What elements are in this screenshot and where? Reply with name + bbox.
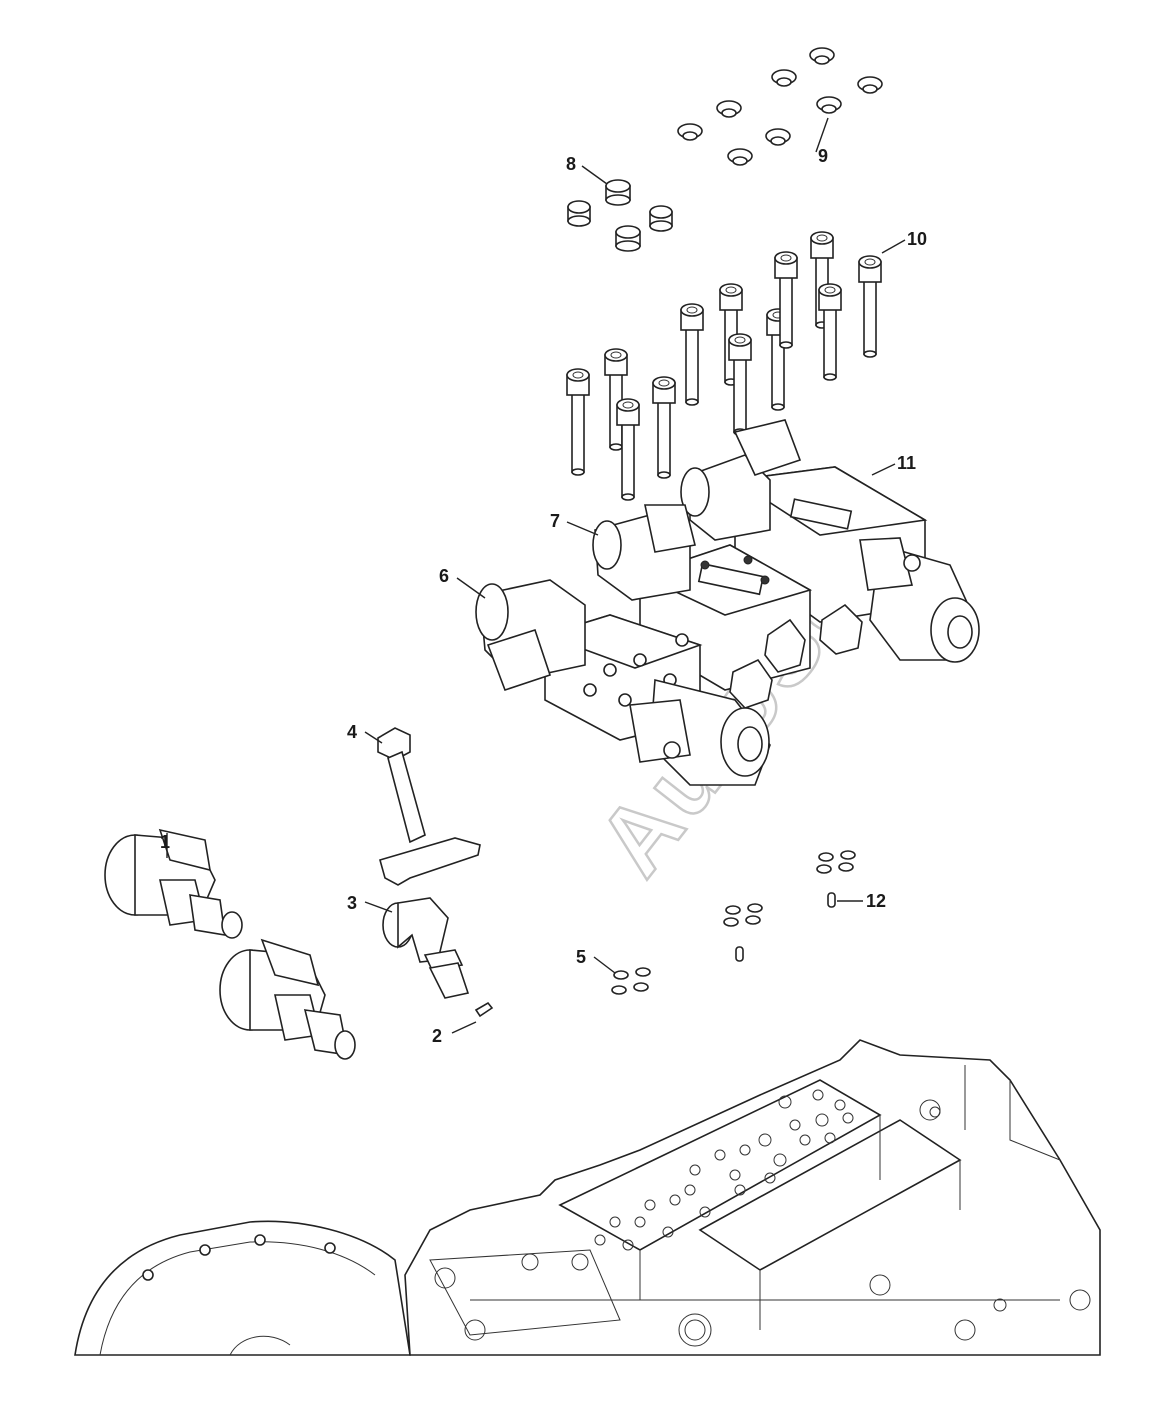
valve-block-assembly bbox=[475, 419, 980, 786]
callout-7: 7 bbox=[550, 511, 560, 531]
cap-screw bbox=[616, 398, 640, 501]
proportional-valves-1 bbox=[104, 828, 356, 1060]
callout-10: 10 bbox=[907, 229, 927, 249]
callout-9: 9 bbox=[818, 146, 828, 166]
bolt-with-bracket-4 bbox=[377, 727, 481, 886]
cap-screw bbox=[652, 376, 676, 479]
callout-8: 8 bbox=[566, 154, 576, 174]
bushings-cluster-8 bbox=[567, 179, 673, 252]
callout-12: 12 bbox=[866, 891, 886, 911]
callout-5: 5 bbox=[576, 947, 586, 967]
callout-2: 2 bbox=[432, 1026, 442, 1046]
callout-11: 11 bbox=[897, 453, 916, 473]
callout-6: 6 bbox=[439, 566, 449, 586]
callout-1: 1 bbox=[160, 832, 170, 852]
bushings-cluster-9 bbox=[677, 47, 883, 166]
cap-screw bbox=[566, 368, 590, 476]
seal-rings-5 bbox=[611, 850, 856, 995]
transmission-housing bbox=[74, 1039, 1101, 1356]
cap-screw bbox=[810, 231, 834, 329]
cap-screws-10 bbox=[566, 231, 882, 501]
cap-screw bbox=[680, 303, 704, 406]
callout-4: 4 bbox=[347, 722, 357, 742]
callout-labels: 1 2 3 4 5 6 7 8 9 10 11 12 bbox=[160, 146, 927, 1046]
elbow-fitting-3 bbox=[382, 897, 470, 999]
cap-screw bbox=[858, 255, 882, 358]
dowel-pins-12 bbox=[735, 892, 836, 962]
callout-3: 3 bbox=[347, 893, 357, 913]
small-pin-2 bbox=[474, 1001, 494, 1018]
cap-screw bbox=[818, 283, 842, 381]
cap-screw bbox=[604, 348, 628, 451]
leader-lines bbox=[166, 117, 906, 1034]
cap-screw bbox=[774, 251, 798, 349]
